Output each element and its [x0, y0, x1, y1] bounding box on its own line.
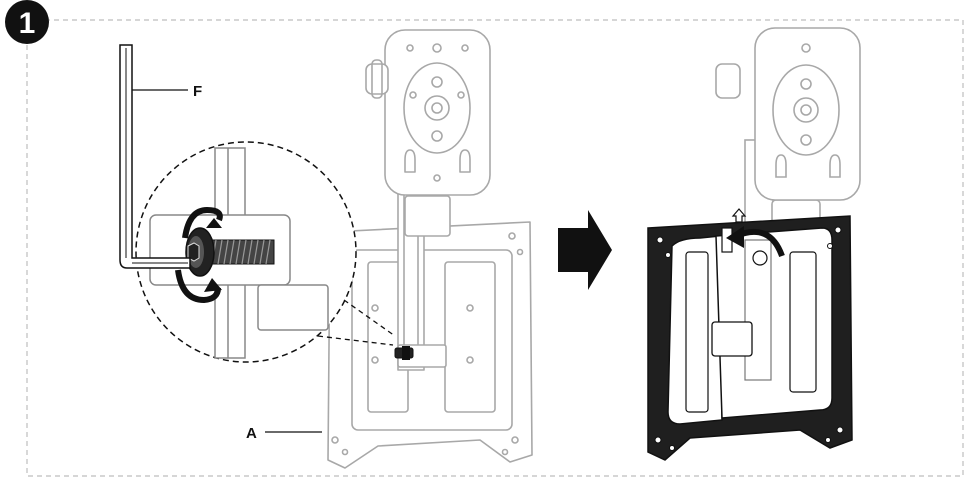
threaded-bolt — [185, 227, 275, 277]
step-number-badge: 1 — [5, 0, 49, 44]
right-arrow-icon — [558, 210, 612, 290]
left-assembly — [327, 29, 533, 469]
step-frame — [26, 19, 964, 477]
plate-inner-outline — [351, 249, 513, 431]
callout-a: A — [246, 425, 257, 442]
hex-key-tool — [119, 44, 191, 269]
step-number: 1 — [19, 7, 36, 40]
right-assembly — [647, 27, 861, 461]
detail-magnifier — [135, 141, 396, 363]
callout-f: F — [193, 83, 202, 100]
locking-screw-small — [394, 346, 414, 360]
rotation-arrow-icon — [175, 206, 223, 304]
